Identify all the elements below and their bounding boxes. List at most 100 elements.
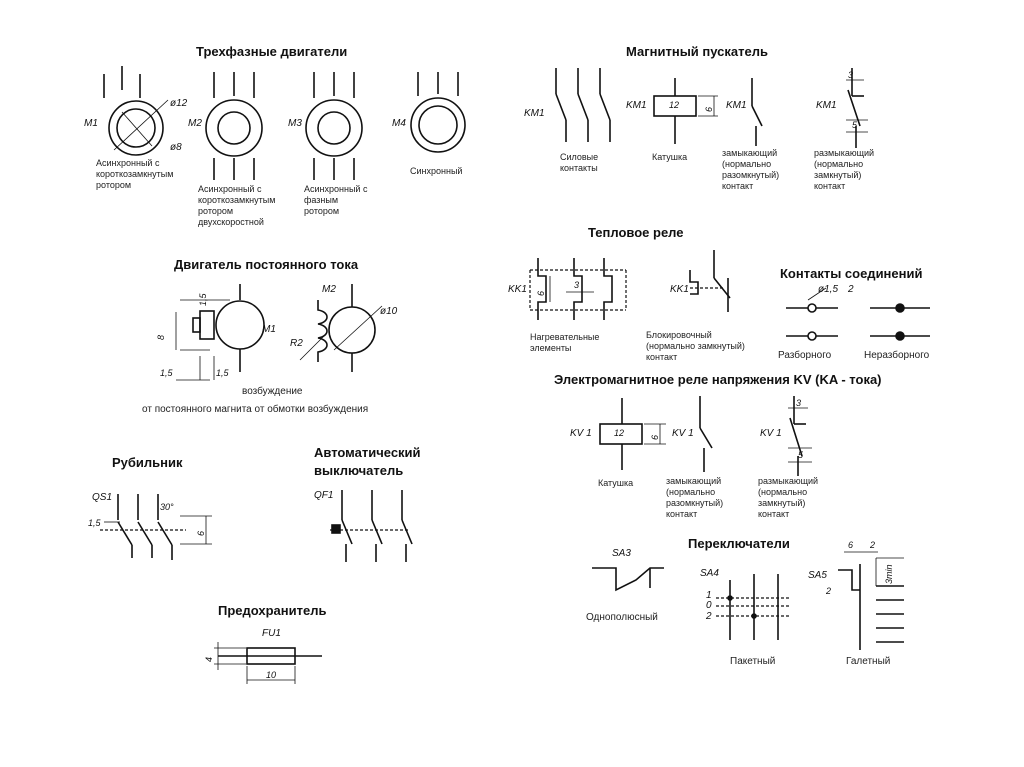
thermal-heating-elements (529, 258, 627, 320)
starter-no-contact (751, 78, 763, 146)
selector-single-pole (592, 567, 664, 592)
dc-dim-15-right: 1,5 (216, 368, 229, 378)
circuit-breaker-symbol (330, 490, 413, 562)
starter-title: Магнитный пускатель (626, 44, 768, 59)
relay-coil (599, 398, 666, 470)
selector-pos0: 0 (706, 600, 712, 611)
motor-m4-symbol (410, 72, 466, 153)
m1-d12: ø12 (170, 98, 188, 109)
selector-sa4: SA4 (700, 568, 719, 579)
connection-fixed (870, 303, 930, 341)
starter-nc-contact (846, 68, 868, 148)
selector-pos1: 1 (706, 590, 712, 601)
m4-label: Синхронный (410, 166, 463, 176)
fuse-tag: FU1 (262, 628, 281, 639)
connections-dim-2: 2 (848, 284, 854, 295)
selector-dim-6: 6 (848, 540, 854, 550)
selectors-title: Переключатели (688, 536, 790, 551)
selector-sa3: SA3 (612, 548, 631, 559)
relay-nc-contact (788, 396, 812, 476)
dc-motor-m1-symbol (175, 284, 265, 381)
em-relay-coil-6: 6 (650, 434, 660, 440)
selector-dim-3min: 3min (884, 564, 894, 584)
connections-d15: ø1,5 (818, 284, 839, 295)
dc-motor-m2-symbol (299, 284, 383, 372)
thermal-kk1-a: KK1 (508, 284, 527, 295)
switch-angle: 30° (160, 502, 174, 512)
thermal-title: Тепловое реле (588, 225, 684, 240)
motors3-title: Трехфазные двигатели (196, 44, 348, 59)
switch-title: Рубильник (112, 455, 183, 470)
em-relay-dim-3: 3 (796, 398, 802, 408)
starter-km1-d: KM1 (816, 100, 837, 111)
starter-dim-3: 3 (848, 70, 854, 80)
starter-km1-b: KM1 (626, 100, 647, 111)
connection-detachable (786, 287, 838, 341)
m3-tag: M3 (288, 118, 302, 129)
switch-dim-15: 1,5 (88, 518, 101, 528)
motor-m3-symbol (305, 72, 363, 180)
fuse-symbol (214, 642, 322, 684)
starter-dim-5: 5 (852, 120, 858, 130)
starter-km1-a: KM1 (524, 108, 545, 119)
starter-power-contacts (555, 68, 611, 142)
switch-dim-6: 6 (196, 530, 206, 536)
em-relay-kv1-c: KV 1 (760, 428, 782, 439)
thermal-kk1-b: KK1 (670, 284, 689, 295)
thermal-blocking-contact (689, 250, 731, 312)
thermal-dim-3: 3 (574, 280, 580, 290)
starter-coil-6: 6 (704, 106, 714, 112)
em-relay-kv1-a: KV 1 (570, 428, 592, 439)
dc-excitation: возбуждение (242, 386, 303, 397)
dc-r2-tag: R2 (290, 338, 303, 349)
m1-d8: ø8 (170, 142, 182, 153)
motor-m2-symbol (205, 72, 263, 180)
selector-dim-2a: 2 (870, 540, 876, 550)
connections-title: Контакты соединений (780, 266, 923, 281)
selector-packet-label: Пакетный (730, 656, 776, 667)
m2-tag: M2 (188, 118, 202, 129)
em-relay-coil-label: Катушка (598, 478, 634, 488)
switch-tag: QS1 (92, 492, 113, 503)
starter-km1-c: KM1 (726, 100, 747, 111)
connections-detachable: Разборного (778, 350, 832, 361)
relay-no-contact (699, 396, 713, 472)
fuse-dim-4: 4 (204, 656, 214, 662)
selector-sa5: SA5 (808, 570, 827, 581)
dc-dim-15-top: 1,5 (198, 293, 208, 306)
selector-pos2: 2 (706, 611, 712, 622)
selector-gallet-label: Галетный (846, 656, 891, 667)
dc-m2-tag: M2 (322, 284, 336, 295)
em-relay-kv1-b: KV 1 (672, 428, 694, 439)
selector-single-label: Однополюсный (586, 612, 658, 623)
dc-m1-tag: M1 (262, 324, 276, 335)
selector-dim-2b: 2 (826, 586, 832, 596)
m4-tag: M4 (392, 118, 406, 129)
dc-d10: ø10 (380, 306, 398, 317)
thermal-dim-6: 6 (536, 290, 546, 296)
dc-variants: от постоянного магнита от обмотки возбуж… (142, 404, 369, 415)
starter-coil-12: 12 (669, 100, 680, 110)
dc-dim-8: 8 (156, 334, 166, 340)
connections-fixed: Неразборного (864, 350, 930, 361)
starter-coil-label: Катушка (652, 152, 688, 162)
breaker-tag: QF1 (314, 490, 334, 501)
starter-coil (653, 78, 718, 144)
em-relay-title: Электромагнитное реле напряжения KV (KA … (554, 372, 882, 387)
thermal-block-label: Блокировочный(нормально замкнутый)контак… (646, 330, 745, 362)
knife-switch-symbol (100, 494, 212, 560)
em-relay-dim-5: 5 (798, 450, 804, 460)
motor-m1-symbol (103, 66, 169, 156)
m1-tag: M1 (84, 118, 98, 129)
